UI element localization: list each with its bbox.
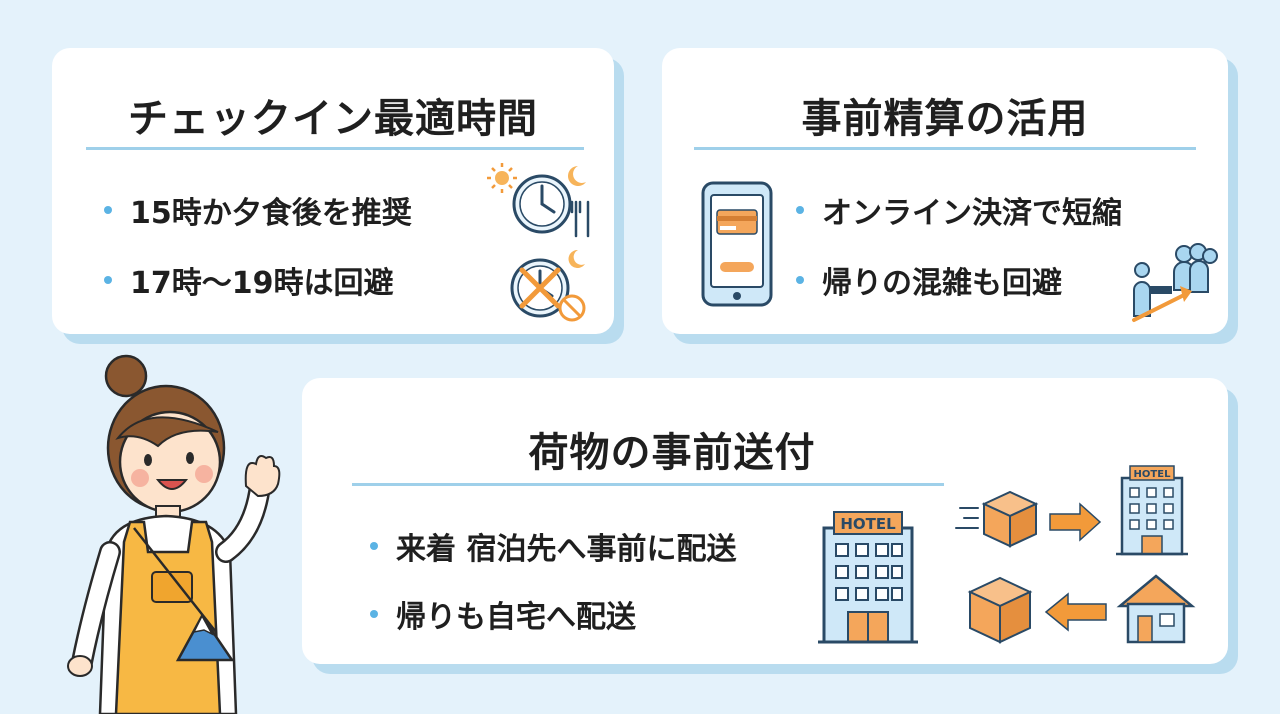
- prepay-card: 事前精算の活用 オンライン決済で短縮 帰りの混雑も回避: [662, 48, 1228, 334]
- smartphone-payment-icon: [701, 181, 773, 307]
- waving-girl-illustration: [67, 354, 281, 714]
- house-to-box-icon: [967, 574, 1196, 644]
- prepay-card-title: 事前精算の活用: [801, 96, 1089, 142]
- hotel-sign-small: HOTEL: [1134, 469, 1172, 480]
- hotel-building-icon: HOTEL: [818, 511, 918, 644]
- checkin-bullet-2-text: 17時〜19時は回避: [130, 266, 394, 301]
- checkin-bullet-1: 15時か夕食後を推奨: [104, 188, 412, 232]
- crowd-avoid-icon: [1132, 243, 1218, 322]
- bullet-dot: [104, 276, 112, 284]
- checkin-card-title: チェックイン最適時間: [128, 96, 538, 142]
- bullet-dot: [796, 206, 804, 214]
- luggage-card-divider: [352, 483, 944, 486]
- luggage-bullet-2: 帰りも自宅へ配送: [370, 592, 636, 636]
- luggage-bullet-1-text: 来着 宿泊先へ事前に配送: [396, 532, 737, 567]
- checkin-card-divider: [86, 147, 584, 150]
- bullet-dot: [370, 542, 378, 550]
- prepay-bullet-1-text: オンライン決済で短縮: [822, 196, 1122, 231]
- checkin-bullet-1-text: 15時か夕食後を推奨: [130, 196, 412, 231]
- box-to-hotel-icon: HOTEL: [955, 465, 1188, 556]
- prepay-card-divider: [694, 147, 1196, 150]
- prepay-bullet-2: 帰りの混雑も回避: [796, 258, 1062, 302]
- bullet-dot: [796, 276, 804, 284]
- bullet-dot: [104, 206, 112, 214]
- checkin-bullet-2: 17時〜19時は回避: [104, 258, 394, 302]
- clock-sun-moon-utensils-icon: [487, 163, 590, 238]
- luggage-bullet-1: 来着 宿泊先へ事前に配送: [370, 524, 736, 568]
- luggage-card: 荷物の事前送付 来着 宿泊先へ事前に配送 帰りも自宅へ配送 HOTEL: [302, 378, 1228, 664]
- checkin-card: チェックイン最適時間 15時か夕食後を推奨 17時〜19時は回避: [52, 48, 614, 334]
- bullet-dot: [370, 610, 378, 618]
- prepay-bullet-1: オンライン決済で短縮: [796, 188, 1122, 232]
- crossed-clock-icon: [510, 249, 586, 322]
- luggage-card-title: 荷物の事前送付: [528, 430, 816, 476]
- luggage-bullet-2-text: 帰りも自宅へ配送: [396, 600, 636, 635]
- prepay-bullet-2-text: 帰りの混雑も回避: [822, 266, 1062, 301]
- hotel-sign-large: HOTEL: [840, 515, 896, 533]
